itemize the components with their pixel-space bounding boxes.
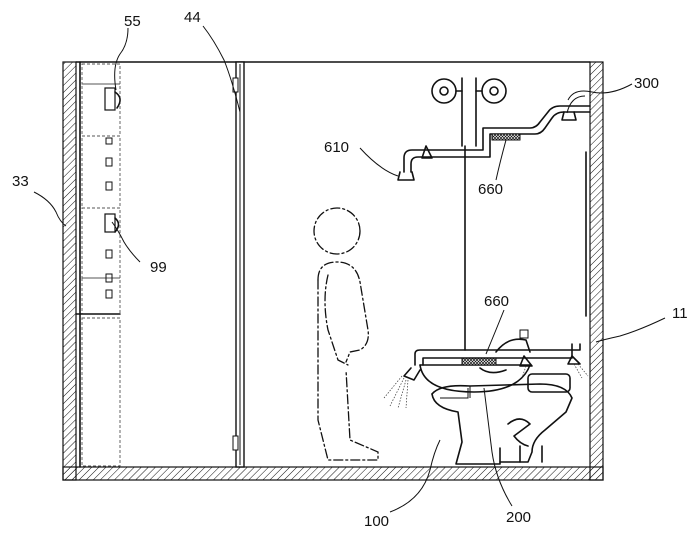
- toilet-tank: [527, 373, 571, 393]
- partition-door-44: [232, 61, 245, 468]
- floor: [62, 466, 604, 481]
- washbasin-200: [419, 329, 531, 393]
- label-200: 200: [506, 509, 531, 526]
- ceiling-spray-pipe-300: [428, 95, 591, 158]
- label-44: 44: [184, 9, 201, 26]
- wall-mounted-device-55: [104, 87, 116, 111]
- nozzle-660-top: [491, 133, 521, 141]
- label-610: 610: [324, 139, 349, 156]
- door-hinge-bottom: [232, 435, 239, 451]
- spray-mist: [383, 363, 589, 409]
- spray-head-610: [397, 171, 415, 181]
- right-wall: [589, 61, 604, 481]
- label-660-top: 660: [478, 181, 503, 198]
- faucet: [495, 338, 531, 353]
- label-660-mid: 660: [484, 293, 509, 310]
- side-unit-99: [104, 213, 116, 233]
- label-11: 11: [672, 305, 688, 322]
- label-33: 33: [12, 173, 29, 190]
- spray-head-mid: [421, 145, 433, 159]
- left-wall: [62, 61, 77, 481]
- ceiling-rollers: [431, 77, 507, 351]
- spray-arm-610: [397, 145, 433, 181]
- leader-lines: [33, 25, 666, 513]
- label-300: 300: [634, 75, 659, 92]
- label-55: 55: [124, 13, 141, 30]
- human-figure: [313, 207, 379, 461]
- spray-head-right: [561, 111, 577, 121]
- label-100: 100: [364, 513, 389, 530]
- storage-cabinet: [75, 61, 121, 468]
- enclosure-walls: [62, 61, 604, 481]
- nozzle-660-basin: [461, 357, 497, 366]
- label-99: 99: [150, 259, 167, 276]
- spray-head-left-low: [403, 367, 421, 381]
- toilet-100: [431, 373, 573, 465]
